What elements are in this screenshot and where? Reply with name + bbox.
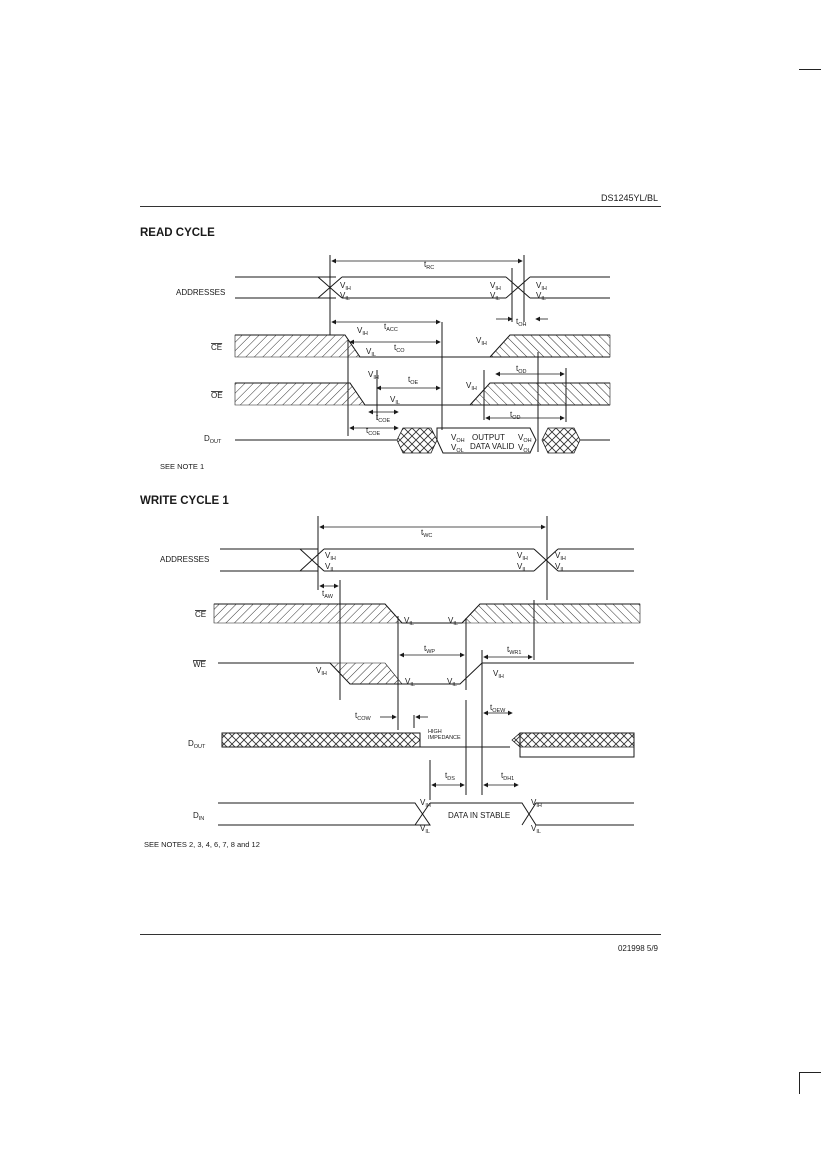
r-ce-vih-2: VIH — [476, 336, 487, 347]
output-label-1: OUTPUT — [472, 433, 505, 442]
tds-label: tDS — [445, 771, 455, 782]
oe-hatch-left — [234, 382, 366, 406]
write-ce-label: CE — [195, 610, 206, 619]
w-vil-2: VIL — [517, 562, 527, 573]
twc-label: tWC — [421, 528, 432, 539]
w-ce-vil-2: VIL — [448, 616, 458, 627]
toh-label: tOH — [516, 317, 527, 328]
dout-transition-left — [396, 427, 438, 454]
r-ce-vil: VIL — [366, 347, 376, 358]
r-oe-vih: VIH — [368, 370, 379, 381]
w-ce-hatch-left — [213, 603, 403, 624]
tod-label-1: tOD — [516, 364, 527, 375]
write-addresses-label: ADDRESSES — [160, 555, 209, 564]
w-ce-vil-1: VIL — [404, 616, 414, 627]
read-dout-label: DOUT — [204, 434, 222, 445]
r-voh-1: VOH — [451, 433, 465, 444]
w-we-vih-2: VIH — [493, 669, 504, 680]
r-vil-1: VIL — [340, 291, 350, 302]
w-din-vil-1: VIL — [420, 824, 430, 835]
document-id: DS1245YL/BL — [600, 193, 658, 203]
read-cycle-title: READ CYCLE — [140, 227, 215, 239]
w-din-vih-2: VIH — [531, 798, 542, 809]
corner-mark-bottom — [799, 1072, 821, 1073]
w-vil-1: VIL — [325, 562, 335, 573]
tod-label-2: tOD — [510, 410, 521, 421]
read-oe-label: OE — [211, 391, 223, 400]
document-code: 021998 5/9 — [617, 944, 658, 953]
w-vih-3: VIH — [555, 551, 566, 562]
ce-hatch-left — [234, 334, 361, 358]
dout-transition-right — [541, 427, 581, 454]
output-label-2: DATA VALID — [470, 442, 515, 451]
corner-mark-bottom-v — [799, 1072, 800, 1094]
ce-hatch-right — [489, 334, 611, 358]
w-din-vil-2: VIL — [531, 824, 541, 835]
r-oe-vil: VIL — [390, 395, 400, 406]
r-vih-3: VIH — [536, 281, 547, 292]
footer-rule — [140, 934, 661, 935]
write-din-label: DIN — [193, 811, 204, 822]
w-we-vil-1: VIL — [405, 677, 415, 688]
write-dout-label: DOUT — [188, 739, 206, 750]
w-we-vil-2: VIL — [447, 677, 457, 688]
trc-label: tRC — [424, 260, 434, 271]
r-vol-2: VOL — [518, 443, 531, 454]
read-addresses-label: ADDRESSES — [176, 288, 225, 297]
w-dout-xhatch-left — [221, 732, 421, 748]
tdh1-label: tDH1 — [501, 771, 514, 782]
toe-label: tOE — [408, 375, 419, 386]
header-rule — [140, 206, 661, 207]
r-vih-1: VIH — [340, 281, 351, 292]
tcoe-label-2: tCOE — [366, 426, 380, 437]
tacc-label: tACC — [384, 322, 398, 333]
w-we-vih-1: VIH — [316, 666, 327, 677]
w-dout-xhatch-right — [511, 732, 635, 748]
r-oe-vih-2: VIH — [466, 381, 477, 392]
r-vih-2: VIH — [490, 281, 501, 292]
write-we-label: WE — [193, 660, 206, 669]
w-vih-2: VIH — [517, 551, 528, 562]
write-cycle-title: WRITE CYCLE 1 — [140, 495, 229, 507]
r-ce-vih: VIH — [357, 326, 368, 337]
r-vil-3: VIL — [536, 291, 546, 302]
w-vih-1: VIH — [325, 551, 336, 562]
we-hatch — [329, 662, 403, 685]
w-ce-hatch-right — [461, 603, 641, 624]
r-vol-1: VOL — [451, 443, 464, 454]
twp-label: tWP — [424, 644, 435, 655]
read-cycle-note: SEE NOTE 1 — [160, 462, 205, 471]
oe-hatch-right — [469, 382, 611, 406]
data-stable-label: DATA IN STABLE — [448, 811, 510, 820]
taw-label: tAW — [322, 589, 334, 600]
r-vil-2: VIL — [490, 291, 500, 302]
tcow-label: tCOW — [355, 711, 371, 722]
high-impedance-1: HIGH — [428, 729, 442, 735]
w-vil-3: VIL — [555, 562, 565, 573]
toew-label: tOEW — [490, 703, 506, 714]
tco-label: tCO — [394, 343, 405, 354]
tcoe-label-1: tCOE — [376, 413, 390, 424]
w-din-vih-1: VIH — [420, 798, 431, 809]
r-voh-2: VOH — [518, 433, 532, 444]
write-cycle-note: SEE NOTES 2, 3, 4, 6, 7, 8 and 12 — [144, 840, 260, 849]
twr1-label: tWR1 — [507, 645, 521, 656]
read-ce-label: CE — [211, 343, 222, 352]
high-impedance-2: IMPEDANCE — [428, 735, 461, 741]
corner-mark-top — [799, 69, 821, 70]
